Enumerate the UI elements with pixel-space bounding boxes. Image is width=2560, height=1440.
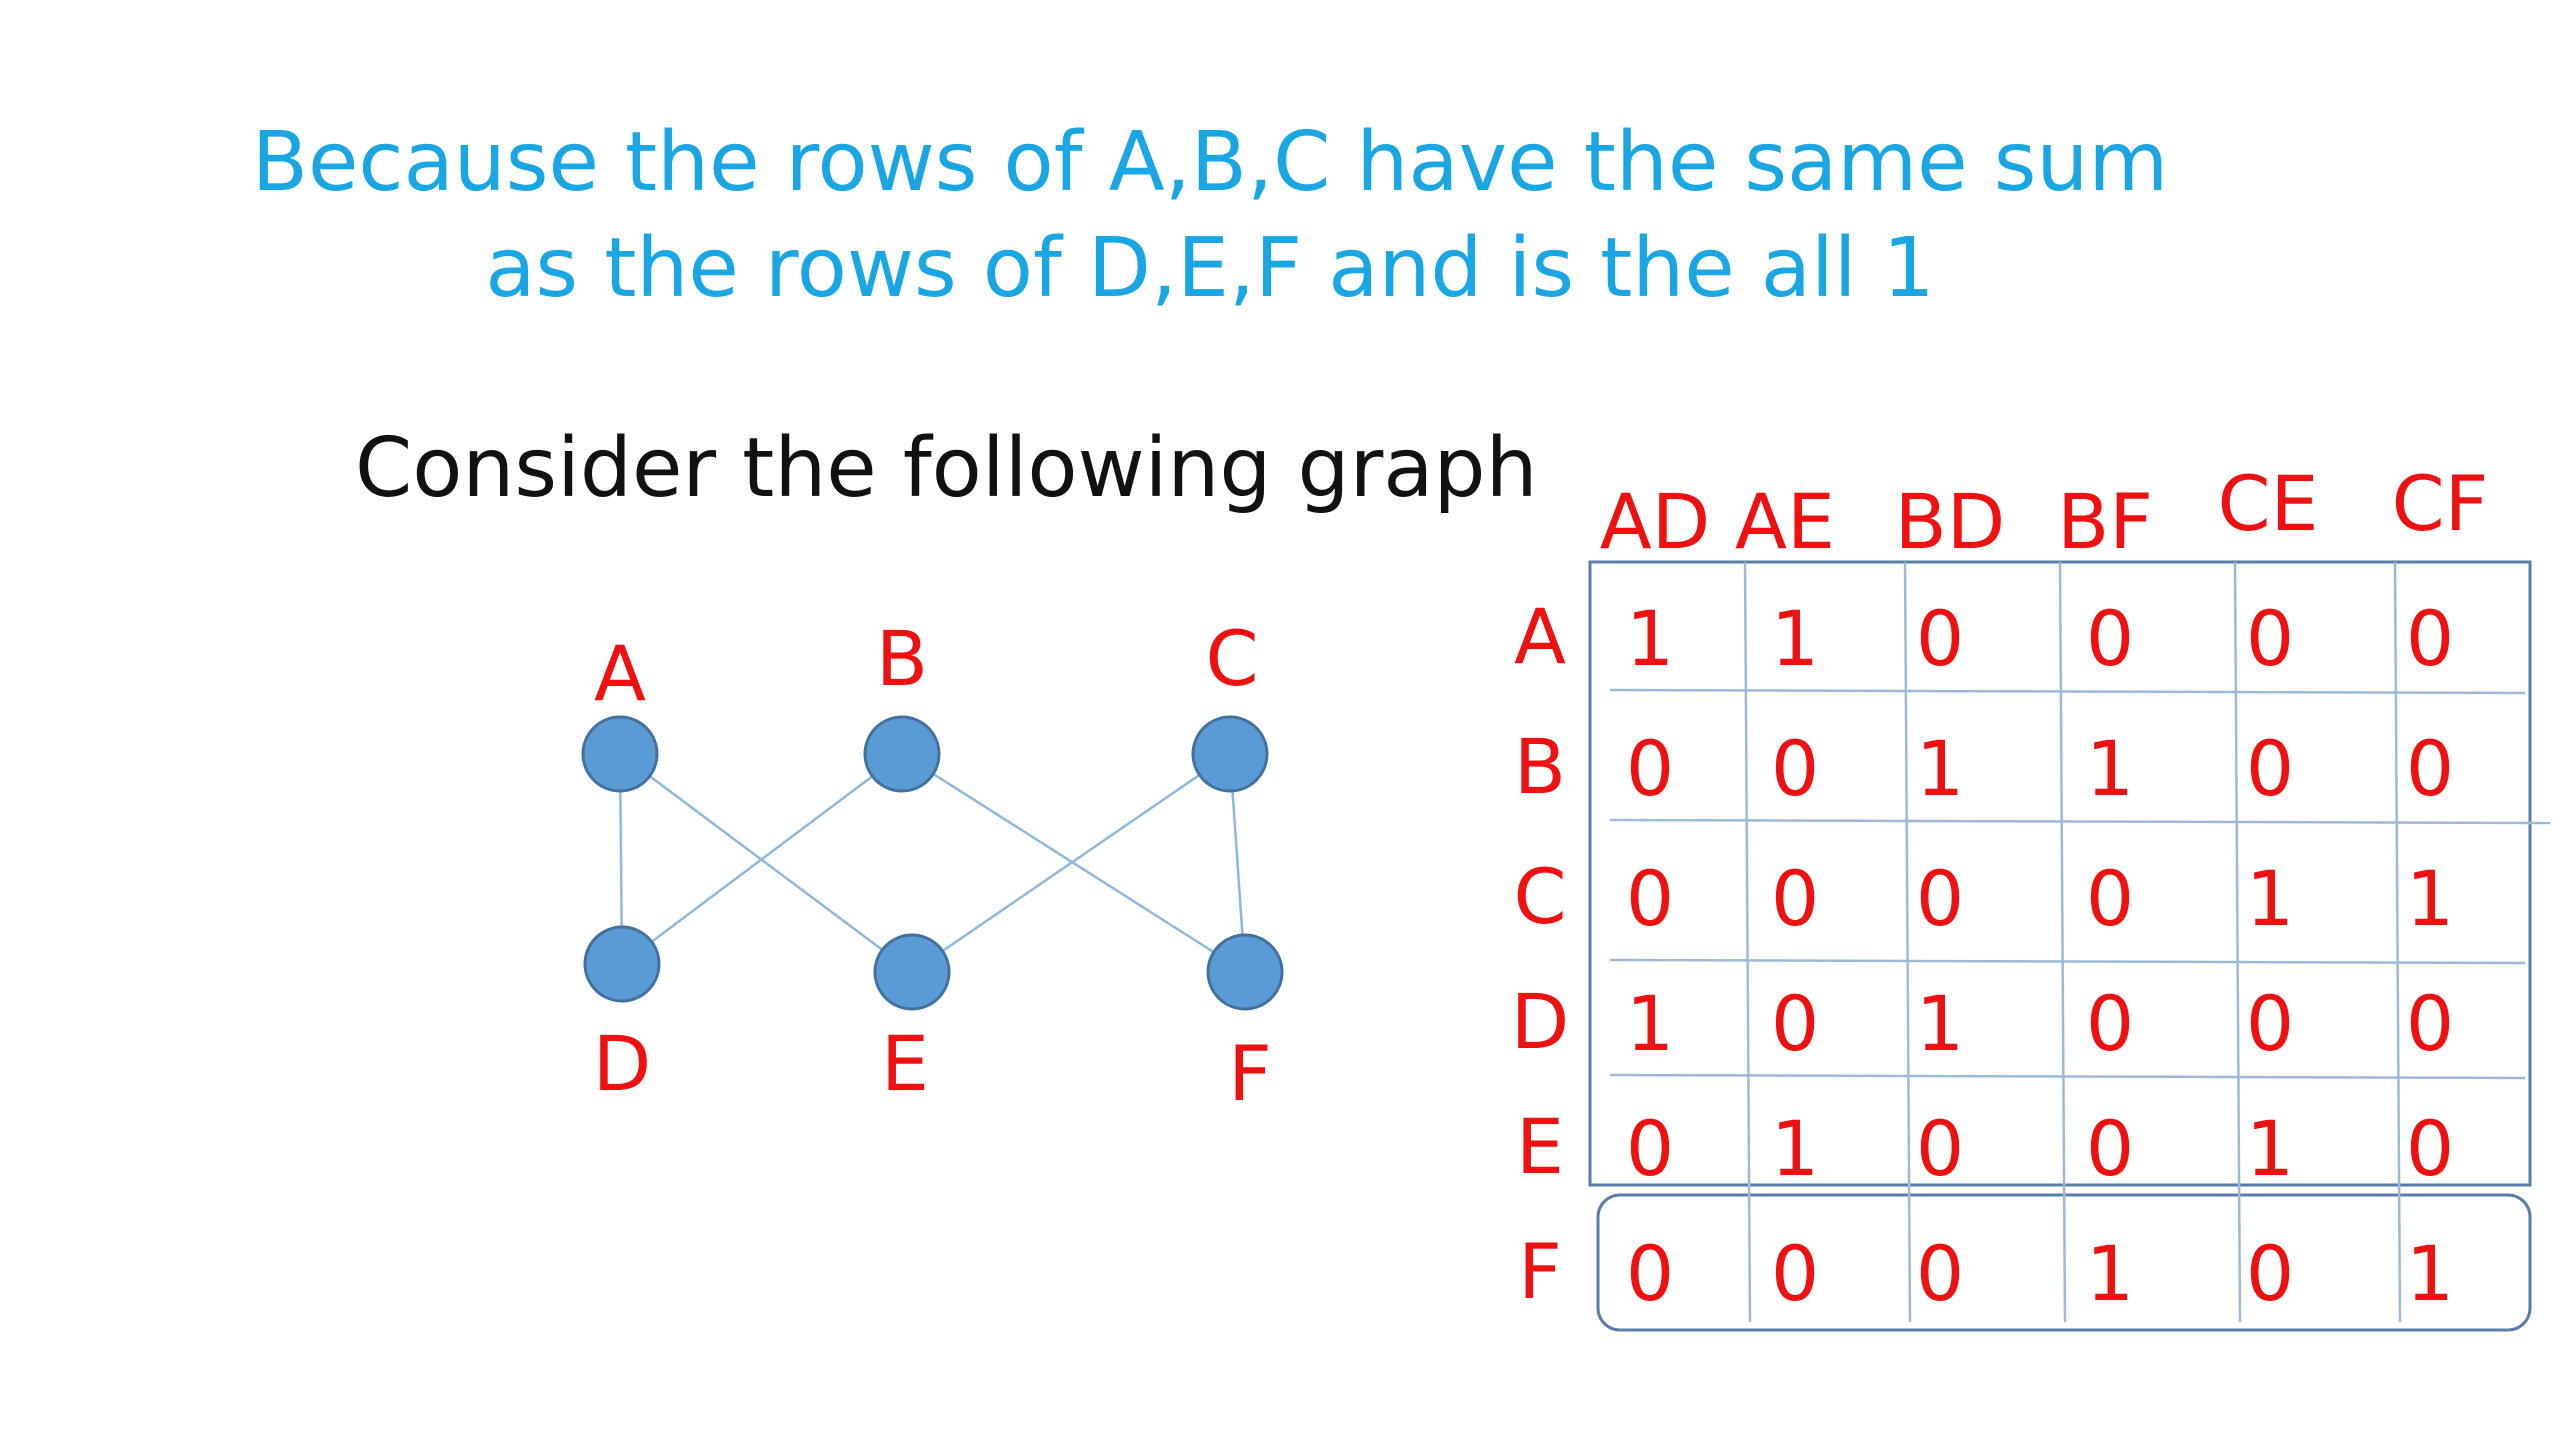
edge-ce xyxy=(911,752,1231,974)
column-header-ae: AE xyxy=(1735,477,1835,566)
subtitle: Consider the following graph xyxy=(355,421,1538,516)
row-header-d: D xyxy=(1511,977,1570,1066)
matrix-cell: 1 xyxy=(2406,1229,2454,1318)
matrix-cell: 0 xyxy=(1626,1229,1674,1318)
grid-vline xyxy=(1743,561,1752,1323)
grid-vline xyxy=(2393,561,2402,1323)
graph-node-labels: A B C D E F xyxy=(593,614,1272,1118)
column-header-bf: BF xyxy=(2057,477,2153,566)
node-d xyxy=(583,925,661,1003)
column-header-bd: BD xyxy=(1895,477,2006,566)
edge-bf xyxy=(901,752,1246,974)
grid-hline xyxy=(1609,958,2526,965)
matrix-cell: 0 xyxy=(2086,979,2134,1068)
matrix-cell: 1 xyxy=(1626,594,1674,683)
graph-nodes xyxy=(581,715,1284,1011)
node-c xyxy=(1191,715,1269,793)
matrix-cell: 1 xyxy=(2246,854,2294,943)
matrix-cell: 0 xyxy=(2086,594,2134,683)
matrix-cell: 0 xyxy=(2406,594,2454,683)
node-label-a: A xyxy=(594,629,646,718)
matrix-cells: 1 1 0 0 0 0 0 0 1 1 0 0 0 0 0 0 1 1 1 0 1 0 0 0 0 1 0 0 1 0 0 0 0 1 0 1 xyxy=(1626,594,2454,1318)
edge-ae xyxy=(619,752,913,974)
matrix-cell: 1 xyxy=(1626,979,1674,1068)
matrix-cell: 1 xyxy=(1916,724,1964,813)
column-header-ce: CE xyxy=(2217,459,2318,548)
matrix-grid xyxy=(1588,560,2551,1332)
matrix-cell: 0 xyxy=(2246,979,2294,1068)
matrix-cell: 1 xyxy=(2086,724,2134,813)
grid-vline xyxy=(2058,561,2067,1323)
matrix-cell: 0 xyxy=(2406,979,2454,1068)
matrix-cell: 1 xyxy=(2406,854,2454,943)
headline-line-1: Because the rows of A,B,C have the same … xyxy=(251,115,2169,210)
matrix-cell: 0 xyxy=(1916,1104,1964,1193)
matrix-cell: 0 xyxy=(1626,1104,1674,1193)
row-header-e: E xyxy=(1516,1102,1564,1191)
matrix-cell: 0 xyxy=(1916,1229,1964,1318)
matrix-cell: 0 xyxy=(2406,724,2454,813)
matrix-cell: 0 xyxy=(2086,854,2134,943)
node-label-e: E xyxy=(881,1019,929,1108)
matrix-cell: 0 xyxy=(2246,594,2294,683)
edge-bd xyxy=(621,753,903,965)
matrix-cell: 1 xyxy=(2086,1229,2134,1318)
matrix-column-headers: AD AE BD BF CE CF xyxy=(1600,459,2489,566)
node-label-c: C xyxy=(1205,614,1258,703)
matrix-cell: 0 xyxy=(2086,1104,2134,1193)
grid-vline xyxy=(2233,561,2242,1323)
node-e xyxy=(873,933,951,1011)
matrix-cell: 1 xyxy=(1771,594,1819,683)
matrix-cell: 0 xyxy=(1626,854,1674,943)
matrix-cell: 0 xyxy=(1771,1229,1819,1318)
row-header-b: B xyxy=(1514,722,1566,811)
node-label-d: D xyxy=(593,1019,652,1108)
node-a xyxy=(581,715,659,793)
node-label-f: F xyxy=(1228,1029,1272,1118)
grid-hline xyxy=(1609,818,2551,825)
row-header-c: C xyxy=(1513,852,1566,941)
column-header-cf: CF xyxy=(2392,459,2489,548)
matrix-cell: 0 xyxy=(1771,979,1819,1068)
node-b xyxy=(863,715,941,793)
matrix-cell: 0 xyxy=(1771,854,1819,943)
headline-line-2: as the rows of D,E,F and is the all 1 xyxy=(485,221,1935,316)
matrix-cell: 1 xyxy=(2246,1104,2294,1193)
matrix-cell: 0 xyxy=(2406,1104,2454,1193)
matrix-cell: 1 xyxy=(1771,1104,1819,1193)
matrix-cell: 0 xyxy=(1916,594,1964,683)
matrix-cell: 0 xyxy=(1916,854,1964,943)
grid-hline xyxy=(1609,688,2526,695)
node-label-b: B xyxy=(876,614,928,703)
matrix-cell: 0 xyxy=(2246,724,2294,813)
row-header-f: F xyxy=(1518,1227,1562,1316)
column-header-ad: AD xyxy=(1600,477,1711,566)
row-header-a: A xyxy=(1514,592,1566,681)
grid-vline xyxy=(1903,561,1912,1323)
matrix-cell: 0 xyxy=(1771,724,1819,813)
grid-hline xyxy=(1609,1073,2526,1080)
node-f xyxy=(1206,933,1284,1011)
matrix-cell: 0 xyxy=(2246,1229,2294,1318)
matrix-cell: 0 xyxy=(1626,724,1674,813)
matrix-cell: 1 xyxy=(1916,979,1964,1068)
